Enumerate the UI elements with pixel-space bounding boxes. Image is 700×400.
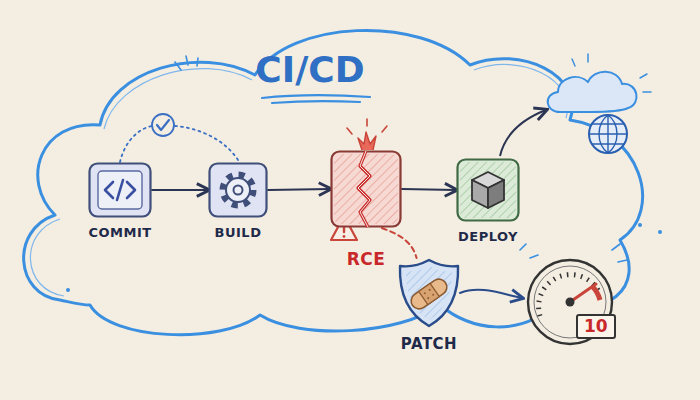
- flow-connector: [152, 189, 208, 191]
- globe-lines: [589, 115, 627, 153]
- gauge-readout: 10: [576, 314, 616, 339]
- flow-connector: [402, 189, 456, 190]
- stage-label: PATCH: [398, 336, 460, 353]
- build-box-art: [208, 162, 268, 218]
- patch-shield-art: [398, 258, 460, 328]
- warning-dot: [343, 235, 346, 238]
- stage-label: COMMIT: [85, 226, 154, 241]
- deploy-box: DEPLOY: [456, 158, 520, 222]
- deploy-arrow: [500, 110, 546, 156]
- speed-gauge: 10: [522, 250, 622, 346]
- flow-connector: [460, 290, 522, 298]
- check-badge: [152, 114, 174, 136]
- dot: [66, 288, 70, 292]
- cloud-sparks: [572, 54, 651, 92]
- dotted-link: [120, 126, 238, 162]
- globe: [589, 115, 627, 153]
- dot: [638, 223, 642, 227]
- crack-spark: [358, 132, 376, 150]
- patch-shield: PATCH: [398, 258, 460, 328]
- commit-box-art: [88, 162, 152, 218]
- check-mark: [157, 120, 169, 130]
- dot: [658, 230, 662, 234]
- small-cloud: [548, 72, 637, 112]
- build-box: BUILD: [208, 162, 268, 218]
- broken-stage-box: RCE: [330, 150, 402, 228]
- stage-label: BUILD: [212, 226, 265, 241]
- title-underline: [262, 95, 370, 103]
- stage-label: DEPLOY: [455, 230, 521, 245]
- commit-box: COMMIT: [88, 162, 152, 218]
- broken-stage-box-art: [330, 150, 402, 228]
- spark-lines: [347, 119, 387, 134]
- cloud-sketch: [30, 64, 567, 296]
- flow-connector: [268, 189, 330, 190]
- stage-label: RCE: [344, 250, 389, 270]
- diagram-title: CI/CD: [190, 50, 430, 90]
- deploy-box-art: [456, 158, 520, 222]
